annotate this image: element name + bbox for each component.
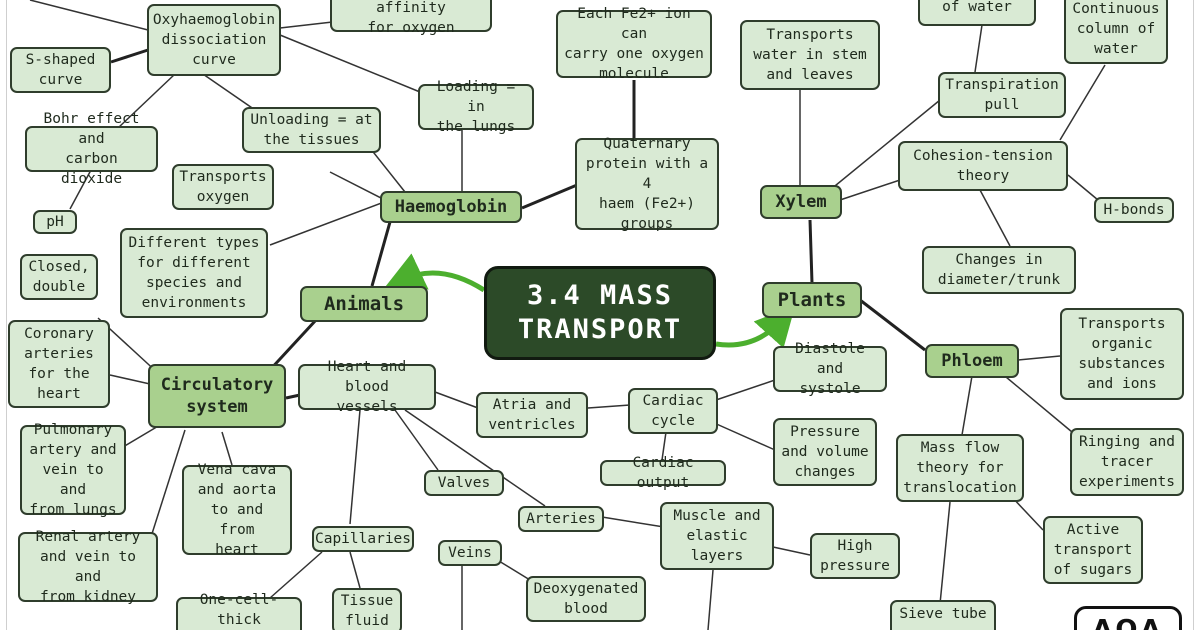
link [1017, 355, 1061, 361]
of-water-node: of water [918, 0, 1036, 26]
muscle-elastic-node: Muscle and elastic layers [660, 502, 774, 570]
arrow-to-plants [715, 305, 796, 349]
veins-node: Veins [438, 540, 502, 566]
link [221, 431, 233, 466]
plants-node: Plants [762, 282, 862, 318]
animals-node: Animals [300, 286, 428, 322]
closed-double-node: Closed, double [20, 254, 98, 300]
arteries-node: Arteries [518, 506, 604, 532]
link [839, 179, 901, 201]
renal-node: Renal artery and vein to and from kidney [18, 529, 158, 605]
link [394, 409, 439, 471]
circulatory-system-node: Circulatory system [148, 364, 286, 428]
high-pressure-node: High pressure [810, 533, 900, 579]
tissue-fluid-node: Tissue fluid [332, 588, 402, 630]
link [1059, 64, 1106, 141]
link [711, 421, 776, 451]
link [269, 195, 401, 246]
link [370, 221, 392, 287]
one-cell-thick-node: One-cell-thick wall [176, 592, 302, 630]
transports-oxygen-node: Transports oxygen [172, 164, 274, 210]
aqa-logo: AQA [1074, 606, 1182, 630]
link [29, 0, 149, 31]
link [149, 429, 186, 541]
link [979, 189, 1011, 247]
root-node: 3.4 MASS TRANSPORT [484, 266, 716, 360]
link [808, 219, 814, 284]
transpiration-pull-node: Transpiration pull [938, 72, 1066, 118]
link [109, 374, 151, 385]
link [829, 99, 941, 191]
deoxygenated-node: Deoxygenated blood [526, 576, 646, 622]
pulmonary-node: Pulmonary artery and vein to and from lu… [20, 422, 126, 518]
link [661, 431, 667, 461]
link [349, 409, 361, 525]
link [404, 409, 546, 507]
vena-cava-node: Vena cava and aorta to and from heart [182, 462, 292, 558]
link [349, 551, 361, 589]
phloem-node: Phloem [925, 344, 1019, 378]
link [266, 318, 318, 374]
link [859, 298, 926, 352]
ph-node: pH [33, 210, 77, 234]
sieve-tube-node: Sieve tube [890, 600, 996, 630]
link [961, 375, 973, 436]
pressure-volume-node: Pressure and volume changes [773, 418, 877, 486]
loading-node: Loading = in the lungs [418, 79, 534, 135]
unloading-node: Unloading = at the tissues [242, 107, 381, 153]
link [601, 516, 665, 528]
capillaries-node: Capillaries [312, 526, 414, 552]
changes-diameter-node: Changes in diameter/trunk [922, 246, 1076, 294]
quaternary-protein-node: Quaternary protein with a 4 haem (Fe2+) … [575, 136, 719, 232]
transports-water-node: Transports water in stem and leaves [740, 20, 880, 90]
mass-flow-node: Mass flow theory for translocation [896, 434, 1024, 502]
link [279, 34, 421, 93]
link [772, 546, 811, 556]
coronary-arteries-node: Coronary arteries for the heart [8, 320, 110, 408]
link [269, 551, 323, 599]
link [199, 71, 259, 113]
transports-organic-node: Transports organic substances and ions [1060, 308, 1184, 400]
haemoglobin-node: Haemoglobin [380, 191, 522, 223]
link [434, 391, 479, 409]
ringing-tracer-node: Ringing and tracer experiments [1070, 428, 1184, 496]
cardiac-output-node: Cardiac output [600, 455, 726, 491]
fe2-ion-node: Each Fe2+ ion can carry one oxygen molec… [556, 6, 712, 82]
link [715, 379, 776, 401]
arrow-to-animals [383, 253, 486, 293]
different-types-node: Different types for different species an… [120, 228, 268, 318]
valves-node: Valves [424, 470, 504, 496]
link [939, 501, 951, 605]
link [329, 171, 386, 201]
heart-vessels-node: Heart and blood vessels [298, 359, 436, 415]
cardiac-cycle-node: Cardiac cycle [628, 388, 718, 434]
link [369, 147, 406, 193]
link [999, 371, 1073, 433]
h-bonds-node: H-bonds [1094, 197, 1174, 223]
link [1067, 174, 1099, 201]
link [117, 73, 176, 129]
bohr-effect-node: Bohr effect and carbon dioxide [25, 111, 158, 187]
diastole-systole-node: Diastole and systole [773, 341, 887, 397]
xylem-node: Xylem [760, 185, 842, 219]
atria-ventricles-node: Atria and ventricles [476, 392, 588, 438]
s-shaped-curve-node: S-shaped curve [10, 47, 111, 93]
affinity-node: changes in affinity for oxygen [330, 0, 492, 36]
link [69, 169, 92, 210]
active-transport-node: Active transport of sugars [1043, 516, 1143, 584]
cohesion-tension-node: Cohesion-tension theory [898, 141, 1068, 191]
link [974, 24, 983, 73]
link [110, 48, 149, 64]
continuous-column-node: Continuous column of water [1064, 0, 1168, 64]
link [285, 393, 301, 400]
oxyhaemoglobin-curve-node: Oxyhaemoglobin dissociation curve [147, 4, 281, 76]
link [707, 569, 714, 630]
link [521, 183, 578, 210]
link [587, 404, 631, 409]
